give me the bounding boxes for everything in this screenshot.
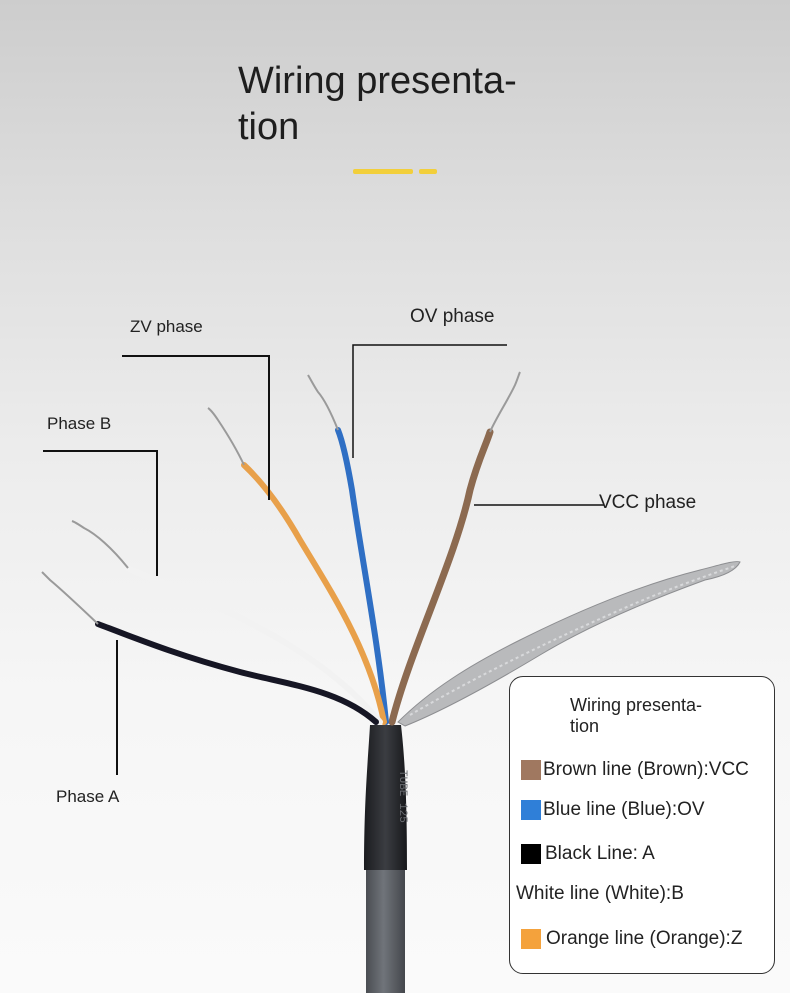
legend-panel: Wiring presenta- tion Brown line (Brown)… [509,676,775,974]
label-ov-phase: OV phase [410,306,495,327]
legend-item-blue: Blue line (Blue):OV [521,799,705,821]
black-wire [95,621,379,725]
legend-item-label: Black Line: A [545,843,655,864]
leader-zv [122,355,270,500]
label-zv-phase: ZV phase [130,317,203,336]
legend-item-label: Brown line (Brown):VCC [543,759,749,780]
label-vcc-phase: VCC phase [599,492,697,513]
page-title-text: Wiring presenta- tion [238,60,517,148]
title-accent-bar [353,169,413,174]
blue-wire [335,427,389,725]
title-accent-dash [419,169,437,174]
legend-item-label: White line (White):B [516,883,684,904]
legend-item-label: Orange line (Orange):Z [546,928,743,949]
brown-wire [388,428,494,726]
legend-item-black: Black Line: A [521,843,655,865]
svg-text:TUBE 125: TUBE 125 [396,770,408,823]
orange-swatch [521,929,541,949]
label-phase-b: Phase B [47,414,112,433]
legend-title: Wiring presenta- tion [570,695,703,736]
label-phase-a: Phase A [56,787,120,806]
legend-item-white: White line (White):B [516,883,684,905]
blue-swatch [521,800,541,820]
page-title: Wiring presenta- tion [238,58,538,150]
heat-shrink-sleeve [364,725,407,870]
white-wire [125,565,383,725]
shield-braid [397,561,741,727]
legend-item-label: Blue line (Blue):OV [543,799,705,820]
orange-wire [241,462,387,725]
legend-item-orange: Orange line (Orange):Z [521,928,742,950]
legend-item-brown: Brown line (Brown):VCC [521,759,749,781]
black-swatch [521,844,541,864]
leader-b [43,450,158,576]
leader-ov [352,344,507,458]
brown-swatch [521,760,541,780]
